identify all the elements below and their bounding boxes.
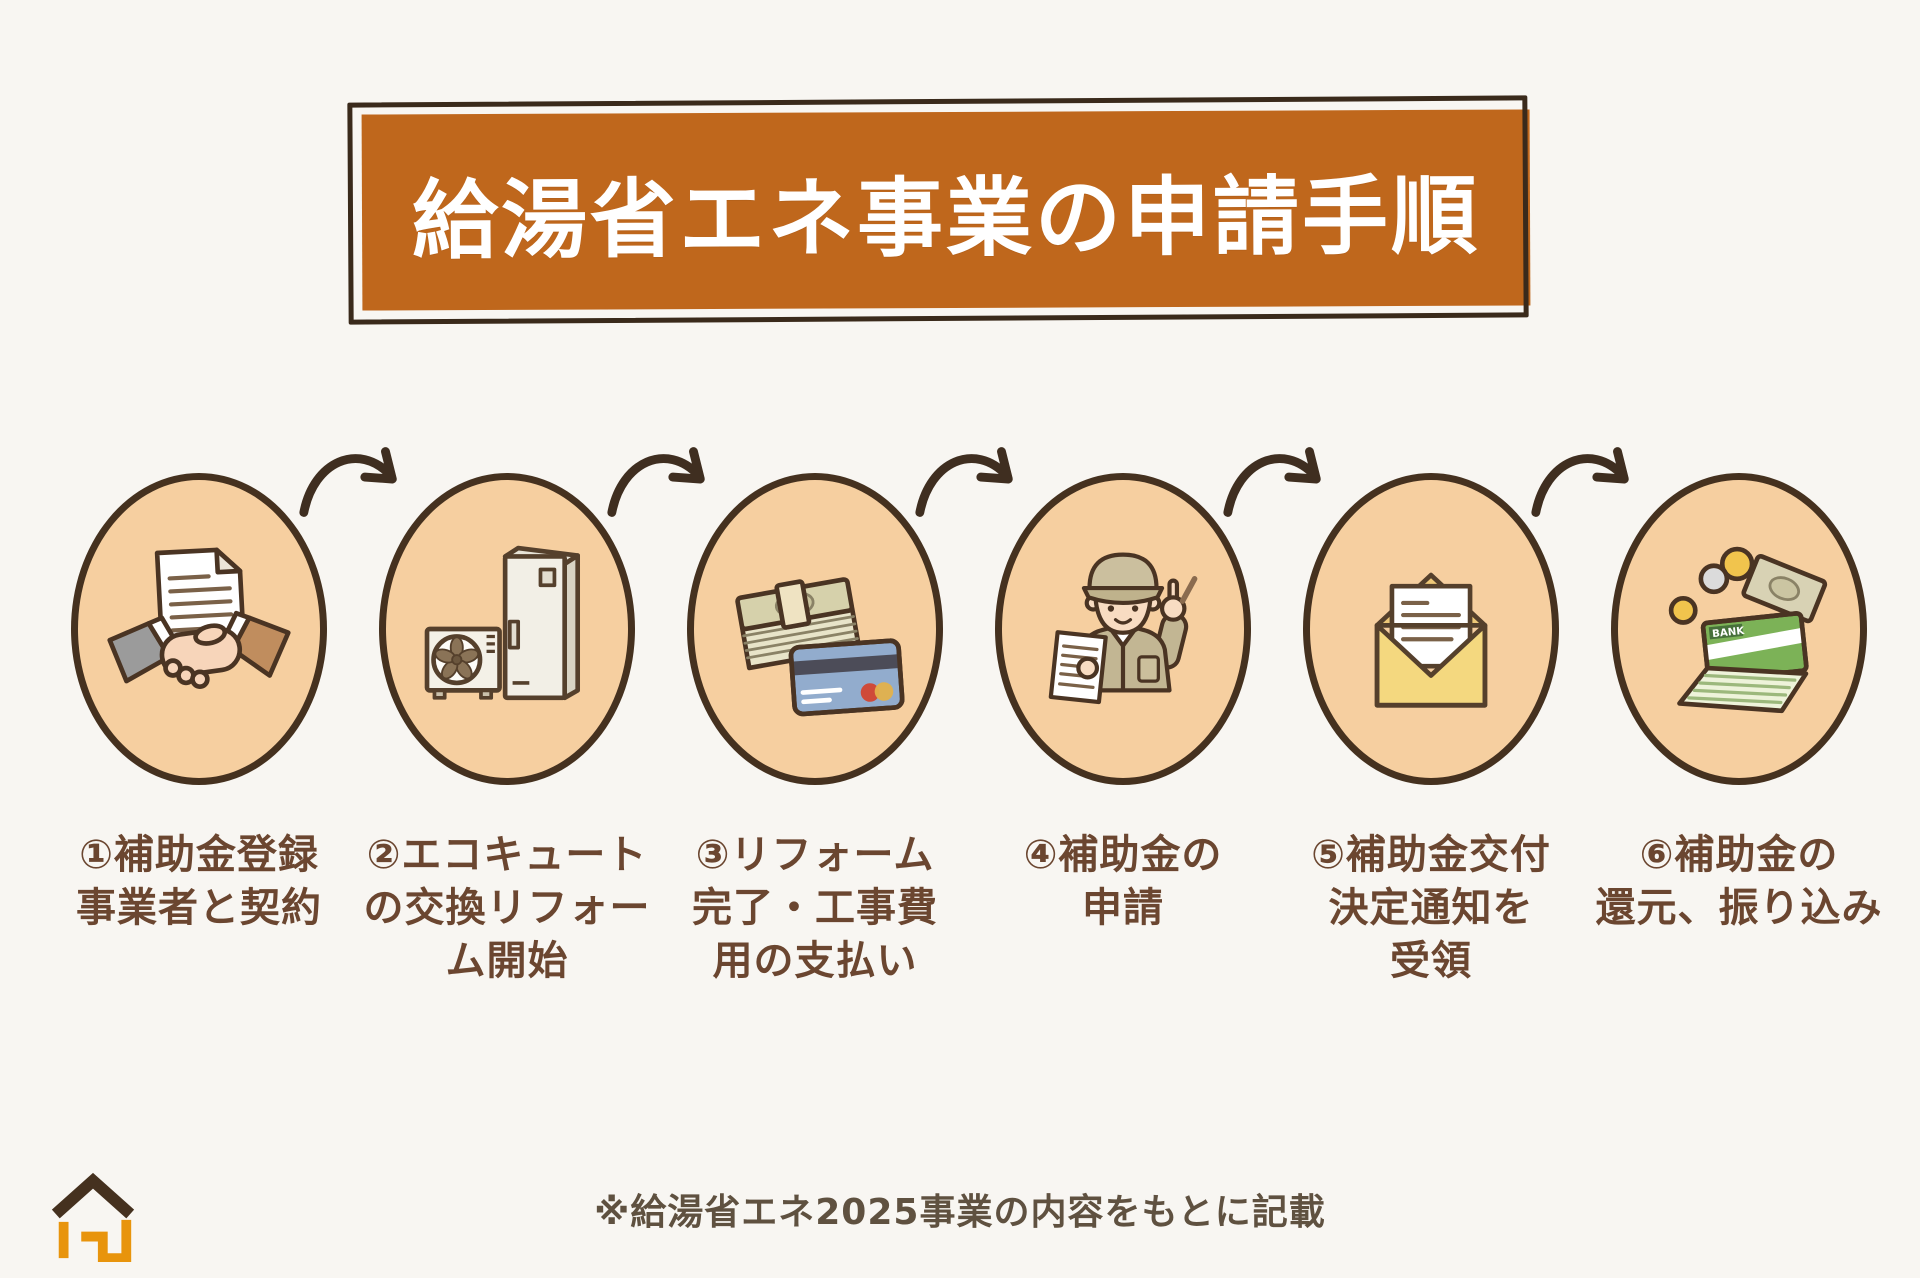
step-6: BANK ⑥補助金の 還元、振り込み [1585,473,1893,989]
step-6-label: ⑥補助金の 還元、振り込み [1595,832,1883,932]
step-1: ①補助金登録 事業者と契約 [45,473,353,989]
step-4-label: ④補助金の 申請 [1023,832,1223,932]
step-6-circle: BANK [1611,473,1867,785]
step-5-circle [1303,473,1559,785]
svg-text:BANK: BANK [1712,626,1746,640]
flow-arrow-icon [915,447,1013,517]
steps-row: ①補助金登録 事業者と契約 [45,447,1893,989]
bankbook-refund-icon: BANK [1668,546,1828,714]
page-title: 給湯省エネ事業の申請手順 [411,166,1481,271]
step-3: ③リフォーム 完了・工事費 用の支払い [661,473,969,989]
cash-creditcard-icon [735,577,905,717]
step-5: ⑤補助金交付 決定通知を 受領 [1277,473,1585,989]
step-1-label: ①補助金登録 事業者と契約 [76,832,322,932]
step-4: ④補助金の 申請 [969,473,1277,989]
handshake-contract-icon [107,547,291,689]
step-3-label: ③リフォーム 完了・工事費 用の支払い [692,832,938,985]
step-2-label: ②エコキュート の交換リフォー ム開始 [363,832,651,985]
flow-arrow-icon [607,447,705,517]
footer-note: ※給湯省エネ2025事業の内容をもとに記載 [594,1192,1326,1233]
flow-arrow-icon [1223,447,1321,517]
worker-application-icon [1048,552,1198,705]
flow-arrow-icon [1531,447,1629,517]
title-banner: 給湯省エネ事業の申請手順 [361,109,1531,311]
step-4-circle [995,473,1251,785]
house-logo-icon [51,1172,135,1262]
step-2: ②エコキュート の交換リフォー ム開始 [353,473,661,989]
step-2-circle [379,473,635,785]
step-5-label: ⑤補助金交付 決定通知を 受領 [1311,832,1551,985]
step-1-circle [71,473,327,785]
step-3-circle [687,473,943,785]
flow-arrow-icon [299,447,397,517]
ecocute-heatpump-icon [424,545,581,701]
notice-envelope-icon [1374,572,1488,708]
